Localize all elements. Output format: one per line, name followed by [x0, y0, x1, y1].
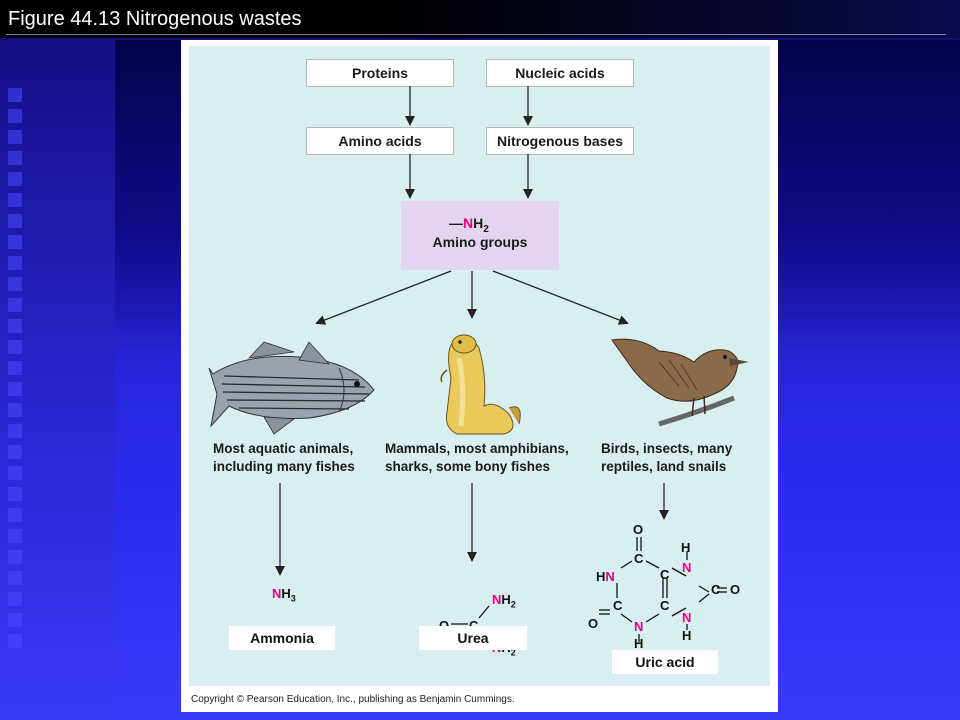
decor-square	[8, 235, 22, 249]
decor-square	[8, 445, 22, 459]
group-line-2: reptiles, land snails	[601, 459, 727, 474]
ammonia-hydrogen: H	[281, 586, 291, 601]
urea-hydrogen: H	[501, 592, 511, 607]
group-line-2: sharks, some bony fishes	[385, 459, 551, 474]
uric-nitrogen: N	[605, 569, 615, 584]
formula-nitrogen: N	[463, 215, 474, 231]
uric-h-top: H	[681, 540, 691, 555]
ammonia-nitrogen: N	[272, 586, 282, 601]
uric-o-top: O	[633, 522, 644, 537]
uric-acid-label: Uric acid	[612, 650, 718, 674]
decor-square	[8, 172, 22, 186]
diagram-arrows	[208, 86, 749, 647]
uric-nitrogen: N	[682, 610, 692, 625]
uric-nitrogen: N	[682, 560, 692, 575]
amino-groups-label: Amino groups	[432, 234, 528, 250]
uric-c-mid: C	[660, 567, 670, 582]
urea-subscript: 2	[510, 647, 516, 658]
decor-square	[8, 382, 22, 396]
decor-square	[8, 214, 22, 228]
formula-subscript: 2	[483, 223, 489, 235]
ammonia-formula: NH3	[272, 586, 296, 604]
uric-o-left: O	[588, 616, 599, 631]
title-bar	[0, 0, 960, 38]
decor-square	[8, 277, 22, 291]
formula-dash: —	[449, 215, 463, 231]
figure-panel: Proteins Nucleic acids Amino acids Nitro…	[181, 40, 778, 712]
urea-amine-top: NH2	[492, 592, 516, 610]
uric-c-right: C	[711, 582, 721, 597]
decor-square	[8, 592, 22, 606]
amino-acids-box: Amino acids	[306, 127, 454, 155]
group-line-1: Most aquatic animals,	[213, 441, 354, 456]
uric-nitrogen: N	[634, 619, 644, 634]
amino-group-formula: —NH2	[449, 215, 489, 235]
decor-square	[8, 193, 22, 207]
urea-subscript: 2	[510, 599, 516, 610]
uric-acid-bonds	[599, 537, 727, 642]
uric-n-bottom-right: N	[682, 610, 691, 625]
arrow-to-bird	[492, 270, 629, 325]
urea-label: Urea	[419, 626, 527, 650]
uric-hydrogen: H	[596, 569, 606, 584]
nitrogenous-bases-box: Nitrogenous bases	[486, 127, 634, 155]
urea-nitrogen: N	[492, 592, 502, 607]
uric-o-right: O	[730, 582, 741, 597]
uric-hn-left: HN	[596, 569, 615, 584]
arrow-to-fish	[315, 270, 452, 325]
group-line-2: including many fishes	[213, 459, 355, 474]
uric-h-bottom: H	[634, 636, 644, 651]
decor-square	[8, 403, 22, 417]
uric-c-mid2: C	[660, 598, 670, 613]
decor-square	[8, 466, 22, 480]
group-text-mammals: Mammals, most amphibians, sharks, some b…	[385, 440, 569, 476]
amino-groups-box: —NH2 Amino groups	[401, 201, 559, 270]
decor-square	[8, 424, 22, 438]
proteins-box: Proteins	[306, 59, 454, 87]
title-underline	[6, 34, 946, 35]
decor-squares	[8, 88, 22, 655]
decor-square	[8, 319, 22, 333]
decor-square	[8, 130, 22, 144]
copyright-text: Copyright © Pearson Education, Inc., pub…	[191, 694, 515, 705]
group-line-1: Birds, insects, many	[601, 441, 733, 456]
formula-hydrogen: H	[473, 215, 484, 231]
decor-square	[8, 487, 22, 501]
decor-square	[8, 151, 22, 165]
ammonia-subscript: 3	[290, 593, 296, 604]
bird-illustration	[611, 338, 749, 427]
group-text-aquatic: Most aquatic animals, including many fis…	[213, 440, 355, 476]
left-decor-band	[0, 40, 115, 720]
decor-square	[8, 109, 22, 123]
uric-c-left: C	[613, 598, 623, 613]
uric-c-top: C	[634, 551, 644, 566]
nucleic-acids-box: Nucleic acids	[486, 59, 634, 87]
decor-square	[8, 361, 22, 375]
decor-square	[8, 298, 22, 312]
uric-n-bottom: N	[634, 619, 643, 634]
decor-square	[8, 256, 22, 270]
decor-square	[8, 340, 22, 354]
fish-illustration	[208, 341, 375, 435]
uric-h-bottom-right: H	[682, 628, 692, 643]
rodent-illustration	[440, 334, 521, 435]
decor-square	[8, 529, 22, 543]
uric-n-top-right: N	[682, 560, 691, 575]
decor-square	[8, 634, 22, 648]
decor-square	[8, 550, 22, 564]
ammonia-label: Ammonia	[229, 626, 335, 650]
decor-square	[8, 613, 22, 627]
urea-carbon: C	[469, 618, 478, 633]
decor-square	[8, 508, 22, 522]
decor-square	[8, 571, 22, 585]
figure-background: Proteins Nucleic acids Amino acids Nitro…	[189, 46, 770, 686]
figure-title: Figure 44.13 Nitrogenous wastes	[8, 8, 302, 30]
group-line-1: Mammals, most amphibians,	[385, 441, 569, 456]
group-text-birds: Birds, insects, many reptiles, land snai…	[601, 440, 732, 476]
urea-oxygen: O	[439, 618, 449, 633]
decor-square	[8, 88, 22, 102]
